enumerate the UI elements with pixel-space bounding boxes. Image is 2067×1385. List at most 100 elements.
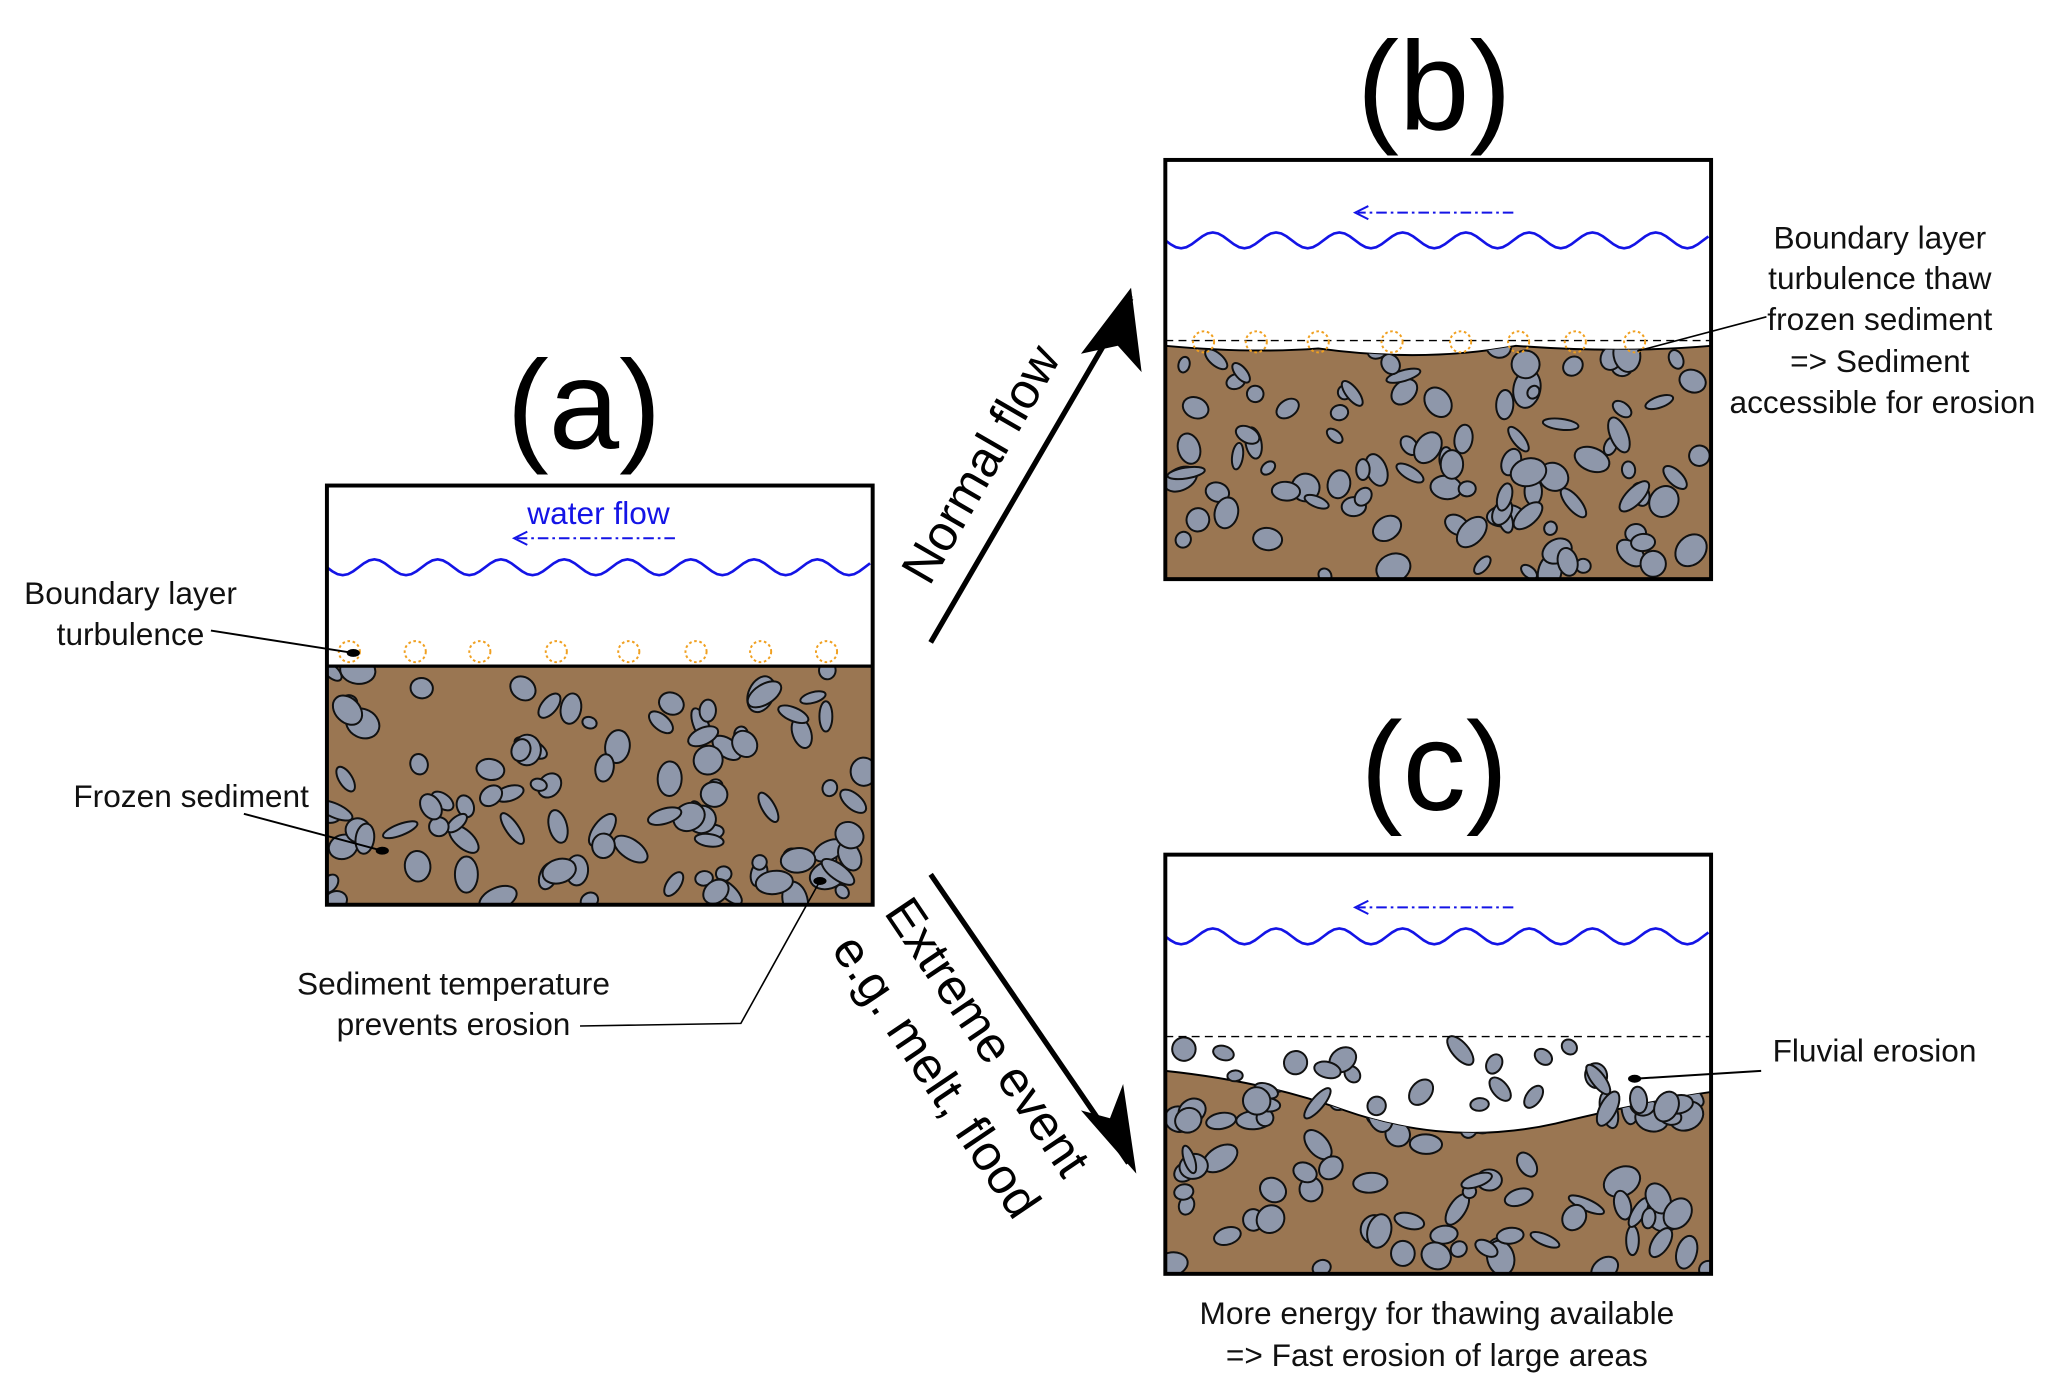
pebble — [1176, 432, 1202, 465]
pebble — [658, 691, 685, 716]
pebble — [409, 753, 429, 776]
pebble — [1509, 457, 1548, 488]
pebble — [1607, 416, 1631, 454]
pebble — [335, 765, 356, 793]
pebble — [1255, 1204, 1286, 1234]
pebble — [702, 878, 730, 905]
pebble — [1675, 1234, 1699, 1270]
pebble — [1408, 1133, 1444, 1155]
pebble — [1413, 431, 1443, 465]
svg-text:Boundary layer: Boundary layer — [24, 575, 237, 611]
pebble — [849, 756, 873, 787]
pebble — [834, 883, 850, 900]
pebble — [541, 857, 577, 885]
svg-text:accessible for erosion: accessible for erosion — [1730, 384, 2036, 420]
panel-b — [1163, 157, 1714, 582]
turbulence-eddy-icon — [1192, 330, 1216, 354]
svg-text:Boundary layer: Boundary layer — [1773, 219, 1986, 255]
svg-text:Fluvial erosion: Fluvial erosion — [1773, 1033, 1977, 1069]
pebble — [403, 849, 432, 883]
turbulence-eddy-icon — [544, 640, 568, 664]
pebble — [1173, 1183, 1195, 1201]
thaw-annotation: Boundary layer turbulence thaw frozen se… — [1637, 219, 2035, 420]
water-surface — [1164, 927, 1710, 946]
pebble — [419, 793, 443, 821]
sediment-layer — [1164, 344, 1713, 581]
pebble — [1439, 449, 1465, 480]
pebble — [1625, 1224, 1640, 1257]
pebble — [529, 777, 548, 792]
pebble — [475, 757, 506, 782]
turbulence-eddy-icon — [749, 640, 773, 664]
pebble — [1453, 423, 1474, 455]
pebble — [1385, 367, 1422, 384]
pebble — [1611, 399, 1633, 419]
panel-b-label: (b) — [1357, 15, 1512, 157]
pebble — [1495, 1226, 1525, 1245]
energy-annotation: More energy for thawing available => Fas… — [1200, 1295, 1675, 1373]
panel-a-label: (a) — [507, 334, 662, 476]
water-surface — [1164, 231, 1710, 250]
pebble — [1241, 1086, 1272, 1116]
pebble — [339, 666, 377, 685]
pebble — [1390, 1239, 1416, 1267]
pebble — [1329, 404, 1350, 422]
svg-text:turbulence: turbulence — [57, 616, 205, 652]
pebble — [1245, 384, 1265, 404]
pebble — [537, 692, 562, 719]
panel-c-label: (c) — [1360, 695, 1508, 837]
turbulence-eddy-icon — [1563, 330, 1587, 354]
pebble — [777, 704, 810, 725]
fluvial-erosion-annotation: Fluvial erosion — [1628, 1033, 1976, 1083]
pebble — [1495, 388, 1515, 421]
pebble — [731, 729, 759, 758]
pebble — [1165, 1251, 1189, 1274]
pebble — [1618, 480, 1651, 513]
pebble — [1667, 349, 1685, 370]
pebble — [604, 729, 631, 764]
pebble — [1529, 1231, 1561, 1249]
sediment-temperature-annotation: Sediment temperature prevents erosion — [297, 877, 827, 1042]
pebble — [1270, 480, 1302, 502]
pebble — [1177, 355, 1191, 374]
pebble — [453, 855, 479, 894]
pebble — [1585, 1063, 1612, 1096]
pebble — [1275, 397, 1300, 420]
pebble — [1395, 462, 1425, 484]
pebble — [821, 778, 839, 798]
pebble — [613, 834, 649, 864]
turbulence-eddy-icon — [1380, 330, 1404, 354]
pebble — [699, 780, 729, 808]
pebble — [1590, 1255, 1620, 1274]
pebble — [1252, 526, 1284, 552]
svg-text:prevents erosion: prevents erosion — [337, 1006, 571, 1042]
pebble — [1512, 501, 1544, 531]
pebble — [1204, 481, 1231, 503]
pebble — [1639, 549, 1667, 578]
pebble — [1181, 1144, 1198, 1175]
panel-c — [1163, 852, 1714, 1276]
turbulence-eddy-icon — [617, 640, 641, 664]
turbulence-eddy-icon — [1507, 330, 1531, 354]
pebble — [1311, 1258, 1332, 1274]
pebble — [1523, 1084, 1545, 1109]
pebble — [1595, 1090, 1621, 1127]
pebble — [1212, 1044, 1235, 1062]
frozen-sediment-annotation: Frozen sediment — [73, 778, 389, 855]
pebble — [1366, 1213, 1393, 1249]
pebble — [409, 676, 434, 700]
pebble — [751, 854, 768, 871]
pebble — [499, 812, 525, 845]
pebble — [1641, 1207, 1657, 1230]
pebble — [1460, 1171, 1493, 1190]
pebble — [1226, 1069, 1244, 1083]
pebble — [1455, 515, 1488, 549]
pebble — [510, 738, 532, 763]
pebble — [1674, 533, 1708, 568]
pebble — [1449, 1240, 1468, 1258]
pebble — [1231, 362, 1251, 384]
pebble — [839, 788, 868, 814]
pebble — [1260, 460, 1277, 476]
pebble — [1230, 441, 1245, 471]
pebble — [1393, 1211, 1426, 1231]
